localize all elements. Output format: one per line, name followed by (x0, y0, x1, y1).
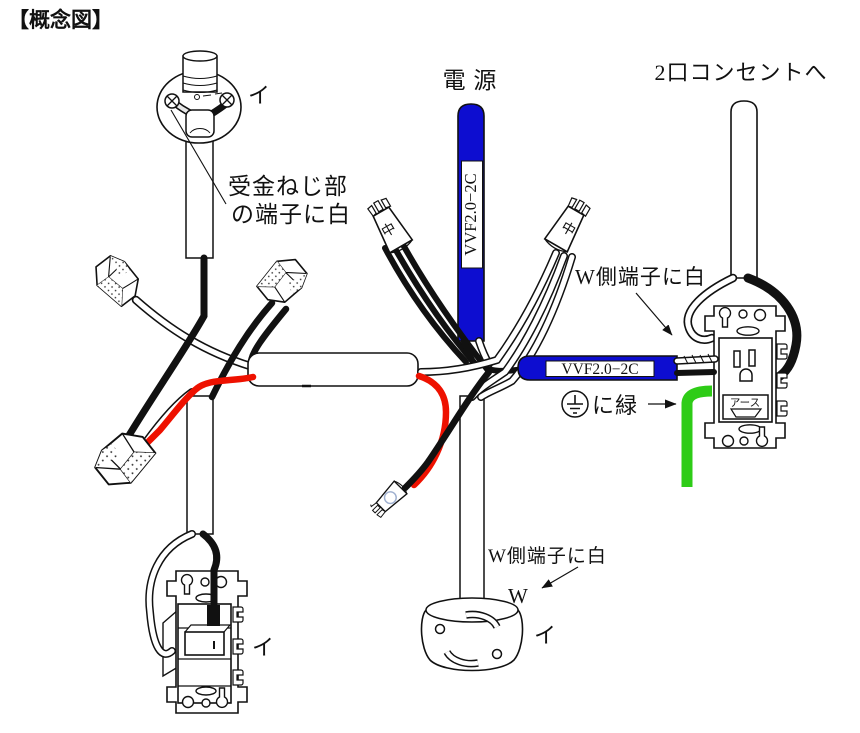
outlet-ground-slot (739, 368, 753, 382)
outlet-blade-slot-right (748, 349, 756, 367)
power-source-label: 電 源 (443, 68, 498, 93)
circuit-mark-rosette: イ (534, 623, 556, 648)
outlet-link-cable (730, 100, 758, 279)
left-cluster-wires (121, 254, 290, 446)
to-outlet-label: 2口コンセントへ (654, 60, 827, 85)
center-junction-wires (382, 238, 576, 492)
w-terminal-note-outlet: W側端子に白 (575, 265, 706, 289)
ceiling-rosette (420, 395, 524, 672)
switch-cable (186, 395, 214, 535)
rosette-hook-slot-top (465, 612, 500, 629)
rosette-hook-slot-bottom (445, 650, 479, 666)
switch-rocker (184, 631, 225, 656)
earth-cover-flap (729, 408, 763, 418)
black-wire-lamp-to-crimp-c (121, 254, 208, 446)
lamp-socket-shell (182, 50, 218, 62)
outlet-white-wire (685, 275, 736, 343)
small-sleeve-circle-mark (368, 478, 410, 520)
lamp-cable (185, 137, 214, 259)
switch-wires (145, 530, 221, 658)
rosette-cable (459, 395, 485, 605)
red-wire-left (137, 373, 257, 453)
lamp-note-leader-line (170, 109, 227, 205)
red-wire-center (410, 372, 450, 489)
earth-cover-label: アース (730, 398, 760, 409)
green-earth-wire (681, 385, 713, 487)
lamp-terminal-note-line1: 受金ねじ部 (228, 174, 348, 199)
black-wire-crimp-b1 (208, 299, 276, 401)
circuit-mark-lamp: イ (248, 83, 270, 108)
green-note: に緑 (592, 393, 638, 418)
sleeve-mark-medium-left: 中 (379, 220, 399, 241)
junction-sheath (247, 352, 419, 387)
switch-black-wire (199, 530, 221, 608)
w-note-rosette-arrow (541, 566, 579, 589)
black-wire-center (401, 368, 493, 492)
w-mark: W (508, 584, 528, 608)
w-note-outlet-arrow (635, 292, 673, 336)
switch-black-wire-end (207, 605, 220, 626)
page-title: 【概念図】 (8, 8, 113, 32)
sleeve-mark-medium-right: 中 (558, 219, 578, 240)
switch (162, 570, 248, 714)
lamp-terminal-note-line2: の端子に白 (231, 202, 351, 227)
vvf-link-cable: VVF2.0−2C (517, 353, 719, 381)
power-cable-label: VVF2.0−2C (461, 173, 480, 255)
vvf-link-label: VVF2.0−2C (561, 361, 638, 378)
ring-crimp-b (252, 250, 314, 312)
w-terminal-note-rosette: W側端子に白 (488, 545, 607, 567)
stranded-wire-hatch (683, 353, 713, 365)
outlet-black-wire (743, 273, 802, 381)
earth-symbol (561, 390, 589, 418)
outlet-blade-slot-left (733, 350, 741, 368)
outlet-feed-wires (683, 273, 802, 381)
circuit-mark-switch: イ (252, 635, 274, 660)
switch-white-wire (146, 531, 195, 657)
lamp-receptacle (156, 50, 242, 259)
receptacle-outlet: アース (704, 305, 788, 449)
power-cable-vvf: VVF2.0−2C (457, 103, 485, 342)
